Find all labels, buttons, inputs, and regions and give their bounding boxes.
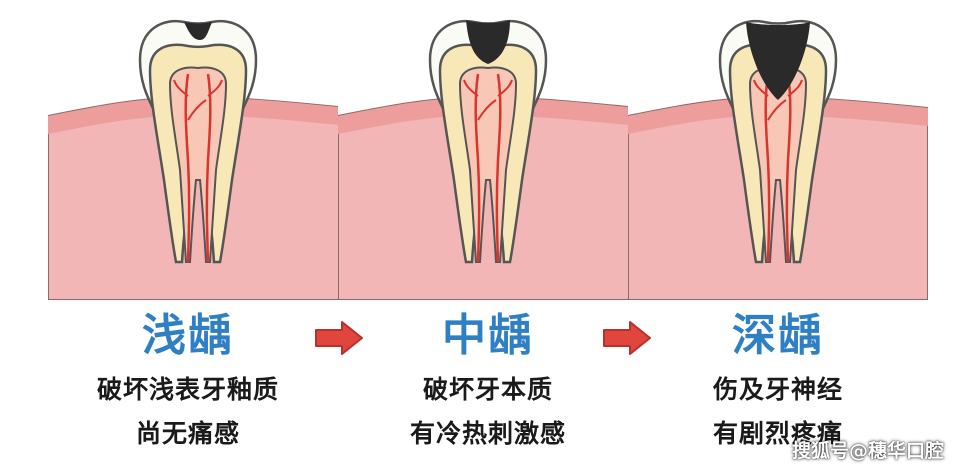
arrow-right-icon xyxy=(603,321,651,355)
stage-2-title: 中龋 xyxy=(442,310,534,361)
decay-shallow xyxy=(184,22,212,40)
tooth-diagram-shallow-caries xyxy=(48,0,348,300)
stage-2-illustration xyxy=(338,0,638,300)
stage-1-title: 浅龋 xyxy=(142,310,234,361)
arrow-right-icon xyxy=(315,321,363,355)
stage-3-title: 深龋 xyxy=(732,310,824,361)
tooth-diagram-medium-caries xyxy=(338,0,638,300)
stage-2-description-line2: 有冷热刺激感 xyxy=(409,419,566,448)
stage-1-illustration xyxy=(48,0,348,300)
stage-1-description-line2: 尚无痛感 xyxy=(135,419,240,448)
stage-3-description-line1: 伤及牙神经 xyxy=(712,375,843,404)
stage-3-description-line2: 有剧烈疼痛 xyxy=(712,419,843,448)
decay-medium xyxy=(466,20,510,64)
source-watermark: 搜狐号@穗华口腔 xyxy=(791,440,944,462)
tooth-diagram-deep-caries xyxy=(628,0,928,300)
stage-3-illustration xyxy=(628,0,928,300)
stage-1-description-line1: 破坏浅表牙釉质 xyxy=(96,375,279,404)
stage-2-description-line1: 破坏牙本质 xyxy=(422,375,553,404)
decay-deep xyxy=(746,22,810,100)
pulp xyxy=(168,66,228,263)
